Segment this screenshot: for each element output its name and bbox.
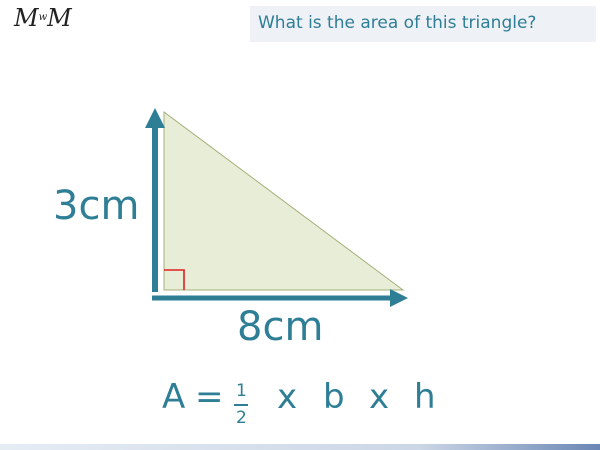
formula-fraction-bar	[234, 404, 248, 406]
formula-height-symbol: h	[414, 377, 436, 417]
formula-base-symbol: b	[323, 377, 345, 417]
formula-area-symbol: A	[162, 377, 186, 417]
height-label: 3cm	[53, 183, 140, 229]
right-triangle	[163, 111, 405, 291]
logo-left-letter: M	[14, 4, 39, 32]
base-label: 8cm	[237, 304, 324, 350]
formula-equals: =	[195, 377, 224, 417]
formula-times-1: x	[277, 377, 298, 417]
question-text: What is the area of this triangle?	[258, 13, 537, 33]
base-arrow-head	[390, 289, 408, 307]
formula-times-2: x	[369, 377, 390, 417]
question-banner	[250, 6, 596, 42]
formula-fraction-numerator: 1	[236, 381, 247, 401]
logo-mid-letter: w	[38, 12, 48, 23]
height-arrow-head	[145, 108, 165, 128]
right-angle-marker	[164, 269, 185, 290]
bottom-accent-bar	[0, 444, 600, 450]
logo: MwM	[14, 4, 72, 32]
formula-fraction-denominator: 2	[236, 408, 247, 428]
logo-right-letter: M	[47, 4, 72, 32]
